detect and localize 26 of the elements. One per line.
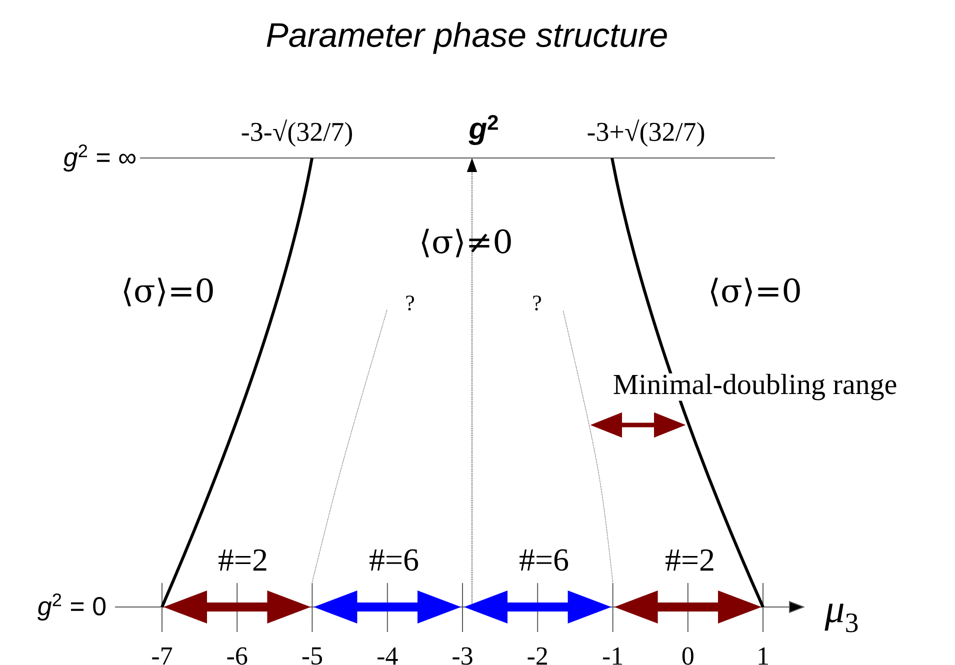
axis-value-label: g$^{2}$ = 0	[37, 593, 106, 621]
question-mark: ?	[406, 296, 414, 310]
tick-label: -2	[528, 647, 547, 665]
phase-label: ⟨σ⟩=0	[710, 278, 800, 306]
phase-label: ⟨σ⟩=0	[124, 278, 213, 306]
count-label: #=6	[370, 549, 418, 571]
range-label: Minimal-doubling range	[612, 373, 898, 401]
phase-label: ⟨σ⟩≠0	[422, 228, 511, 258]
count-label: #=2	[666, 549, 714, 571]
tick-label: -5	[302, 647, 322, 665]
count-label: #=2	[218, 549, 266, 571]
boundary-value-label: -3+√(32/7)	[588, 119, 704, 147]
tick-label: -3	[452, 647, 472, 665]
tick-label: -4	[378, 647, 398, 665]
question-mark: ?	[533, 296, 541, 310]
tick-label: -7	[152, 648, 172, 665]
tick-label: 1	[758, 647, 768, 665]
axis-label: μ$_{3}$	[824, 604, 858, 632]
title: Parameter phase structure	[266, 22, 667, 54]
count-label: #=6	[520, 549, 568, 571]
tick-label: -6	[227, 647, 248, 665]
boundary-value-label: -3-√(32/7)	[242, 119, 352, 147]
tick-label: -1	[602, 647, 622, 665]
axis-label: g$^{2}$	[468, 115, 498, 145]
tick-label: 0	[682, 647, 694, 665]
axis-value-label: g$^{2}$ = ∞	[63, 144, 136, 172]
